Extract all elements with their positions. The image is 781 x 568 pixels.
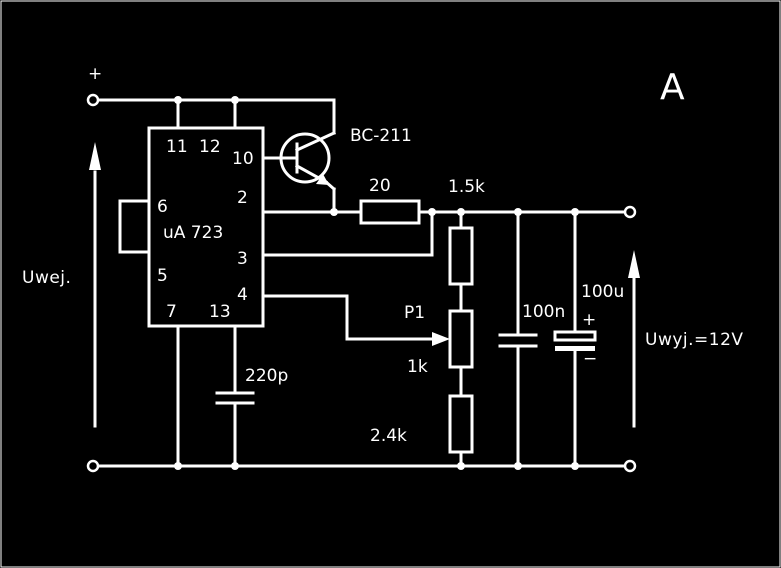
junction-dot xyxy=(231,96,239,104)
pin6-pin5-link xyxy=(118,199,151,254)
potentiometer-label: P1 xyxy=(404,303,425,323)
ic-pin-10-label: 10 xyxy=(232,149,254,169)
wiper-arrow xyxy=(432,332,450,346)
ic-pin-7-label: 7 xyxy=(166,302,177,322)
input-minus-terminal xyxy=(86,459,100,473)
input-plus-label: + xyxy=(88,64,102,84)
ic-pin-12-label: 12 xyxy=(199,137,221,157)
ic-pin-2-label: 2 xyxy=(237,188,248,208)
corner-label: A xyxy=(660,67,685,108)
upper-divider-resistor xyxy=(448,226,474,286)
output-minus-terminal xyxy=(623,459,637,473)
transistor-label: BC-211 xyxy=(350,126,412,146)
input-voltage-arrow xyxy=(89,142,101,428)
lower-divider-resistor-label: 2.4k xyxy=(370,426,407,446)
ic-pin-4-label: 4 xyxy=(237,285,248,305)
ic-name-label: uA 723 xyxy=(163,223,223,243)
output-plus-terminal xyxy=(623,205,637,219)
lower-divider-resistor xyxy=(448,394,474,454)
output-film-capacitor xyxy=(498,210,538,468)
compensation-capacitor-label: 220p xyxy=(245,366,288,386)
capacitor-plus-sign: + xyxy=(582,310,596,330)
input-plus-terminal xyxy=(86,93,100,107)
ic-pin-13-label: 13 xyxy=(209,302,231,322)
ic-pin-3-label: 3 xyxy=(237,249,248,269)
ic-body xyxy=(147,126,265,328)
ic-pin-11-label: 11 xyxy=(166,137,188,157)
output-voltage-label: Uwyj.=12V xyxy=(645,330,744,350)
ic-pin-6-label: 6 xyxy=(157,197,168,217)
input-voltage-label: Uwej. xyxy=(22,268,71,288)
wiper-wire xyxy=(261,294,438,341)
output-film-capacitor-label: 100n xyxy=(522,302,565,322)
compensation-capacitor xyxy=(215,324,255,468)
potentiometer-value-label: 1k xyxy=(407,357,428,377)
capacitor-minus-sign: − xyxy=(583,349,597,369)
pass-transistor xyxy=(261,131,337,214)
top-rail xyxy=(96,98,336,135)
voltage-divider xyxy=(448,210,474,468)
junction-dot xyxy=(330,208,338,216)
pin3-wire xyxy=(261,210,434,257)
junction-dot xyxy=(174,96,182,104)
current-sense-resistor-label: 20 xyxy=(369,176,391,196)
upper-divider-resistor-label: 1.5k xyxy=(448,177,485,197)
output-electrolytic-capacitor xyxy=(553,210,597,468)
current-sense-resistor xyxy=(359,199,421,225)
output-voltage-arrow xyxy=(628,250,640,428)
potentiometer xyxy=(448,309,474,369)
output-electrolytic-capacitor-label: 100u xyxy=(581,282,624,302)
ic-pin-5-label: 5 xyxy=(157,266,168,286)
